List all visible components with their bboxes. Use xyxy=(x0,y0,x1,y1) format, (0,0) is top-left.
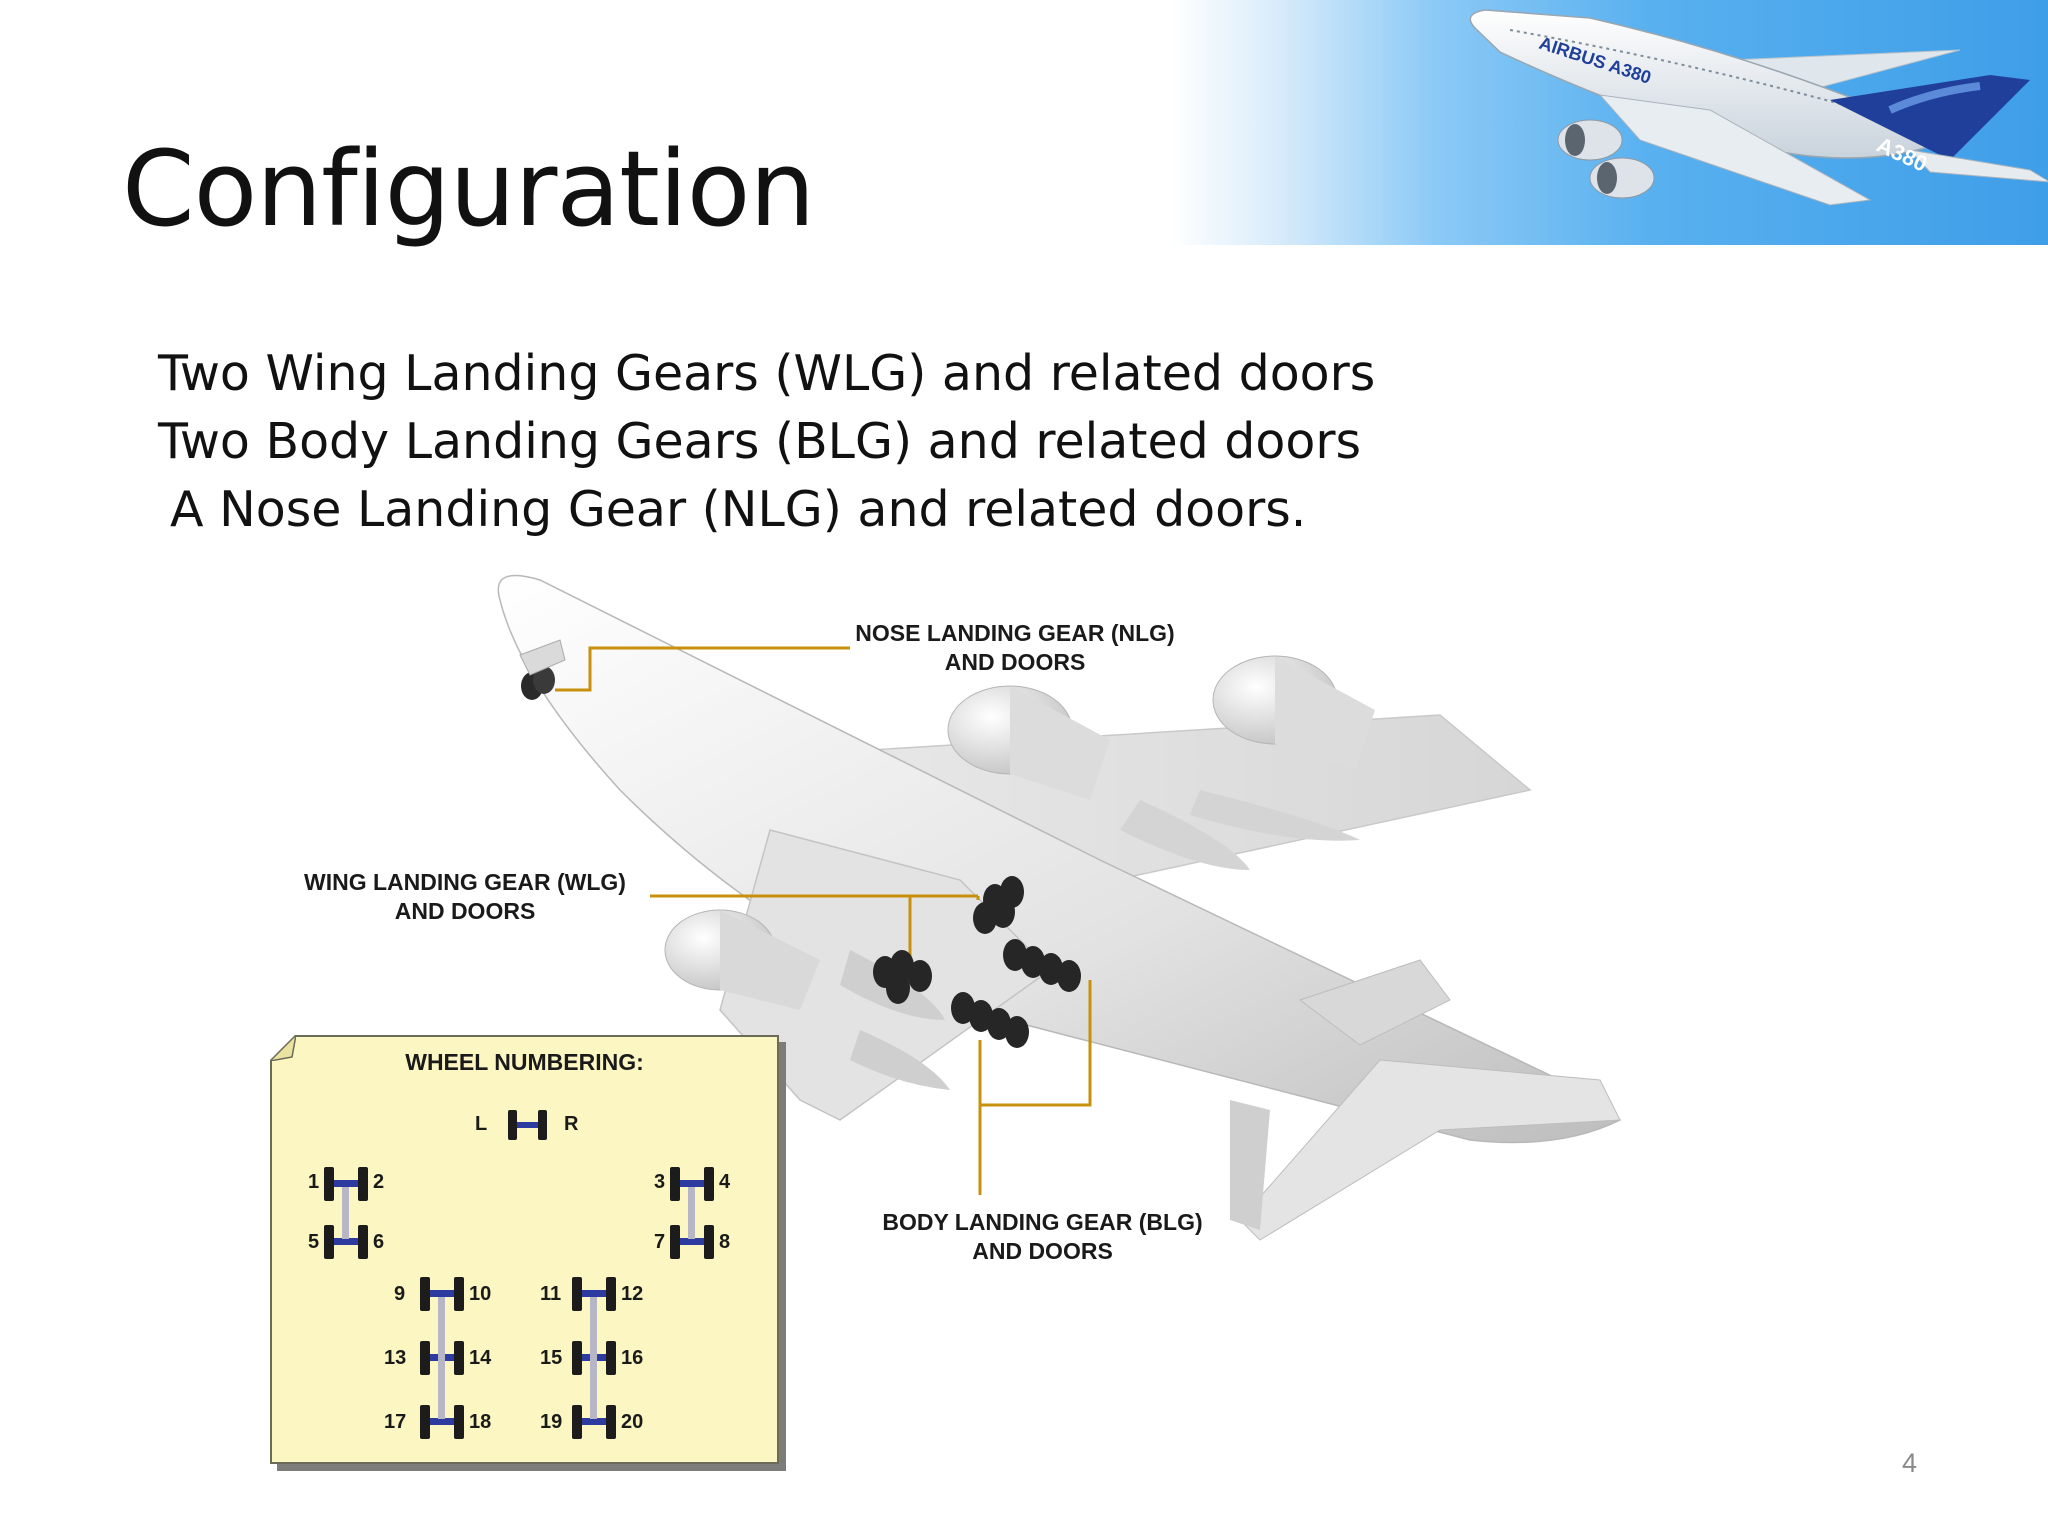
wheel-label-10: 10 xyxy=(469,1283,492,1305)
landing-gear-diagram xyxy=(497,574,1622,1241)
callout-wlg-line1: WING LANDING GEAR (WLG) xyxy=(304,869,626,895)
folded-corner-icon xyxy=(270,1035,296,1061)
nose-gear xyxy=(519,639,566,700)
tail-fin xyxy=(1230,1100,1270,1230)
wheel-label-5: 5 xyxy=(308,1231,320,1253)
far-stabilizer xyxy=(1298,959,1451,1046)
callout-nlg: NOSE LANDING GEAR (NLG) AND DOORS xyxy=(850,619,1180,677)
wheel-label-19: 19 xyxy=(540,1411,563,1433)
body-gears xyxy=(951,939,1081,1048)
bullet-nlg: A Nose Landing Gear (NLG) and related do… xyxy=(170,481,1307,538)
wheel-label-18: 18 xyxy=(469,1411,492,1433)
callout-blg-line1: BODY LANDING GEAR (BLG) xyxy=(882,1209,1203,1235)
callout-wlg-line2: AND DOORS xyxy=(394,898,536,924)
wheel-label-3: 3 xyxy=(654,1171,666,1193)
wheel-label-L: L xyxy=(475,1113,488,1135)
page-number: 4 xyxy=(1902,1448,1918,1478)
bullet-wlg: Two Wing Landing Gears (WLG) and related… xyxy=(158,345,1376,402)
page-title: Configuration xyxy=(122,128,815,250)
wheel-label-8: 8 xyxy=(719,1231,731,1253)
callout-blg: BODY LANDING GEAR (BLG) AND DOORS xyxy=(875,1208,1210,1266)
callout-blg-line2: AND DOORS xyxy=(972,1238,1113,1264)
leader-lines xyxy=(555,646,1092,1195)
wheel-label-4: 4 xyxy=(719,1171,731,1193)
wheel-label-20: 20 xyxy=(621,1411,644,1433)
wheel-label-15: 15 xyxy=(540,1347,563,1369)
wheel-label-17: 17 xyxy=(384,1411,407,1433)
bullet-list: Two Wing Landing Gears (WLG) and related… xyxy=(158,340,1375,544)
far-engines xyxy=(947,655,1375,870)
callout-nlg-line1: NOSE LANDING GEAR (NLG) xyxy=(855,620,1175,646)
wheel-label-2: 2 xyxy=(373,1171,385,1193)
wheel-label-6: 6 xyxy=(373,1231,385,1253)
wheel-label-16: 16 xyxy=(621,1347,644,1369)
wheel-numbering-panel: WHEEL NUMBERING: xyxy=(270,1035,779,1464)
bullet-blg: Two Body Landing Gears (BLG) and related… xyxy=(158,413,1362,470)
callout-wlg: WING LANDING GEAR (WLG) AND DOORS xyxy=(295,868,635,926)
wheel-label-R: R xyxy=(564,1113,579,1135)
callout-nlg-line2: AND DOORS xyxy=(944,649,1086,675)
wheel-label-12: 12 xyxy=(621,1283,644,1305)
wheel-label-11: 11 xyxy=(540,1283,562,1305)
wheel-numbering-schematic xyxy=(324,1110,714,1439)
wheel-label-9: 9 xyxy=(394,1283,406,1305)
banner-aircraft-image: AIRBUS A380 A380 xyxy=(1469,9,2048,206)
wheel-label-1: 1 xyxy=(308,1171,320,1193)
wheel-label-13: 13 xyxy=(384,1347,407,1369)
wing-gears xyxy=(873,876,1024,1004)
wheel-label-14: 14 xyxy=(469,1347,492,1369)
wheel-numbering-title: WHEEL NUMBERING: xyxy=(405,1049,644,1075)
wheel-label-7: 7 xyxy=(654,1231,666,1253)
header-banner: AIRBUS A380 A380 xyxy=(1170,0,2048,245)
